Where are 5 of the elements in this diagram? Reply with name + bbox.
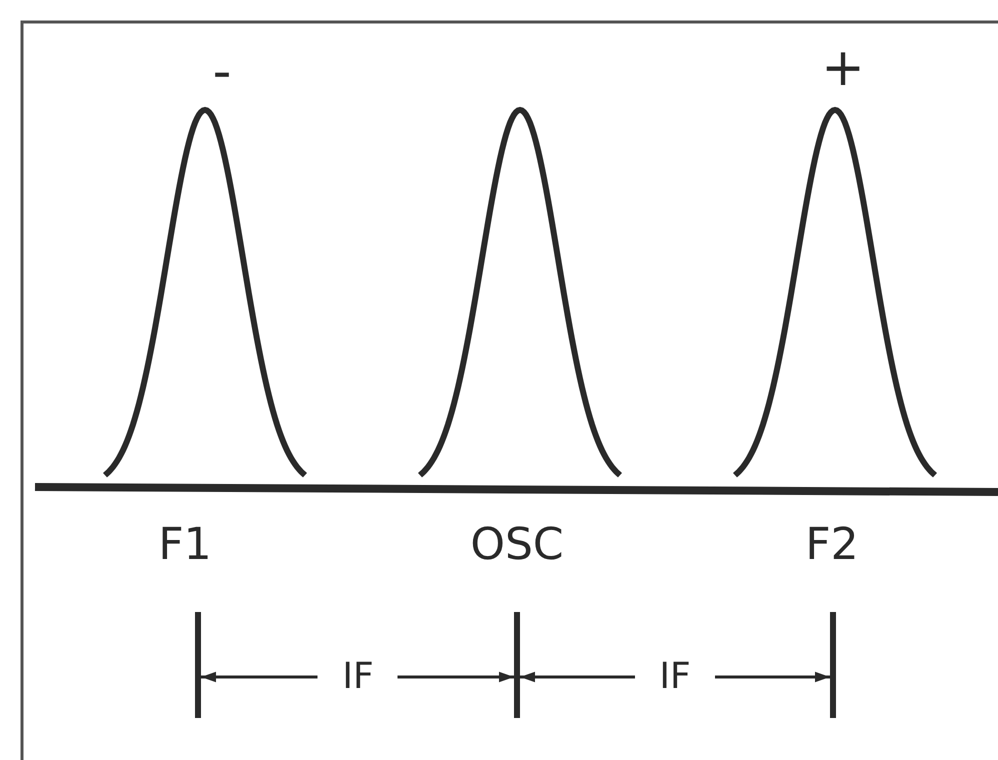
polarity-sign: + [821,42,865,94]
frequency-label: OSC [470,523,564,567]
polarity-sign: - [212,46,232,98]
frequency-label: F1 [158,523,212,567]
frequency-label: F2 [805,523,859,567]
